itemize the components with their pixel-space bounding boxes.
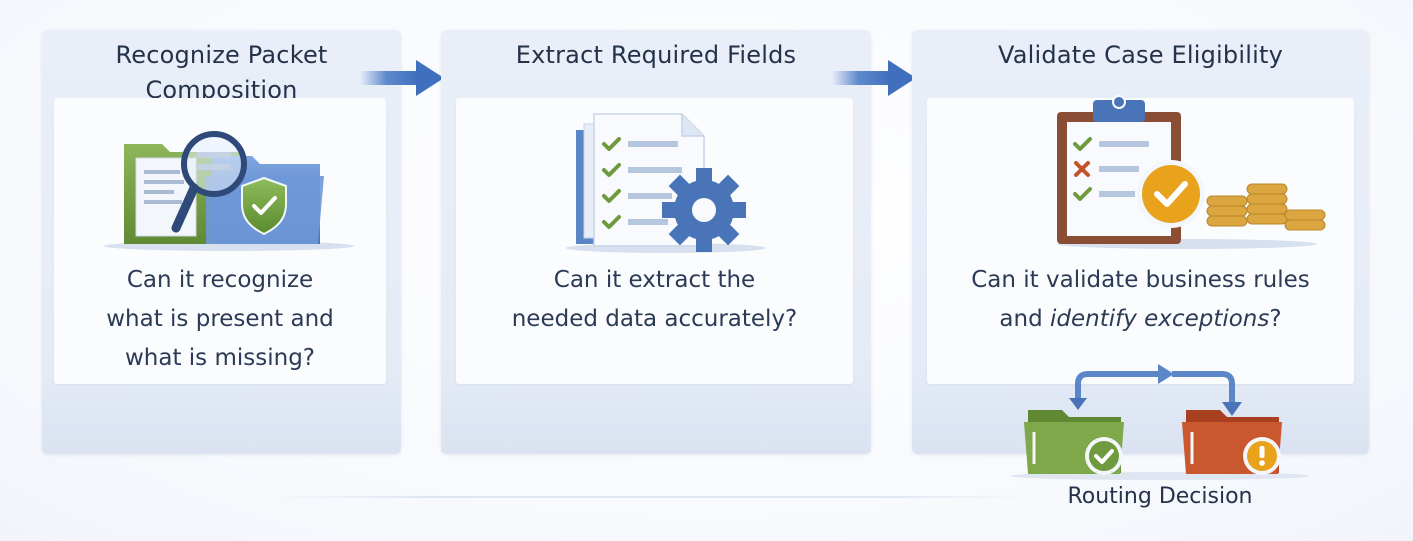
stage-card: Can it recognize what is present and wha… [54, 98, 386, 384]
routing-decision: Routing Decision [1000, 350, 1320, 530]
question-line: what is present and [106, 306, 334, 332]
question-emphasis: identify exceptions [1050, 306, 1270, 332]
base-divider [270, 496, 1030, 498]
question-line: and identify exceptions? [927, 300, 1354, 339]
clipboard-check-coins-icon [1057, 95, 1326, 249]
question-line: Can it validate business rules [971, 267, 1310, 293]
question-text: and [999, 306, 1051, 332]
documents-gear-icon [566, 113, 766, 253]
folders-magnifier-shield-icon [104, 131, 354, 251]
stage-title: Extract Required Fields [515, 41, 797, 69]
question-line: Can it extract the [553, 267, 756, 293]
stage-footer-band [441, 388, 871, 454]
stage-question: Can it extract the needed data accuratel… [456, 261, 853, 339]
stage-validate-eligibility: Validate Case Eligibility [912, 30, 1369, 454]
green-folder-check-icon [1024, 410, 1124, 475]
stage-recognize-packet: Recognize Packet Composition [42, 30, 401, 454]
flow-arrow-right-icon [832, 60, 916, 96]
routing-decision-label: Routing Decision [1067, 484, 1253, 509]
flow-arrow-right-icon [360, 60, 444, 96]
routing-arrows-icon [1010, 364, 1310, 480]
stage-extract-fields: Extract Required Fields [441, 30, 871, 454]
stage-footer-band [42, 388, 401, 454]
question-line: what is missing? [124, 345, 316, 371]
stage-title-line: Recognize Packet [115, 41, 328, 69]
question-text: ? [1269, 306, 1282, 332]
question-line: Can it recognize [126, 267, 314, 293]
stage-question: Can it validate business rules and ident… [927, 261, 1354, 339]
stage-question: Can it recognize what is present and wha… [54, 261, 386, 378]
question-line: needed data accurately? [511, 306, 798, 332]
stage-title: Validate Case Eligibility [998, 41, 1283, 69]
stage-footer-band [912, 388, 1369, 454]
stage-card: Can it validate business rules and ident… [927, 95, 1354, 384]
stage-card: Can it extract the needed data accuratel… [456, 98, 853, 384]
red-folder-alert-icon [1182, 410, 1282, 475]
